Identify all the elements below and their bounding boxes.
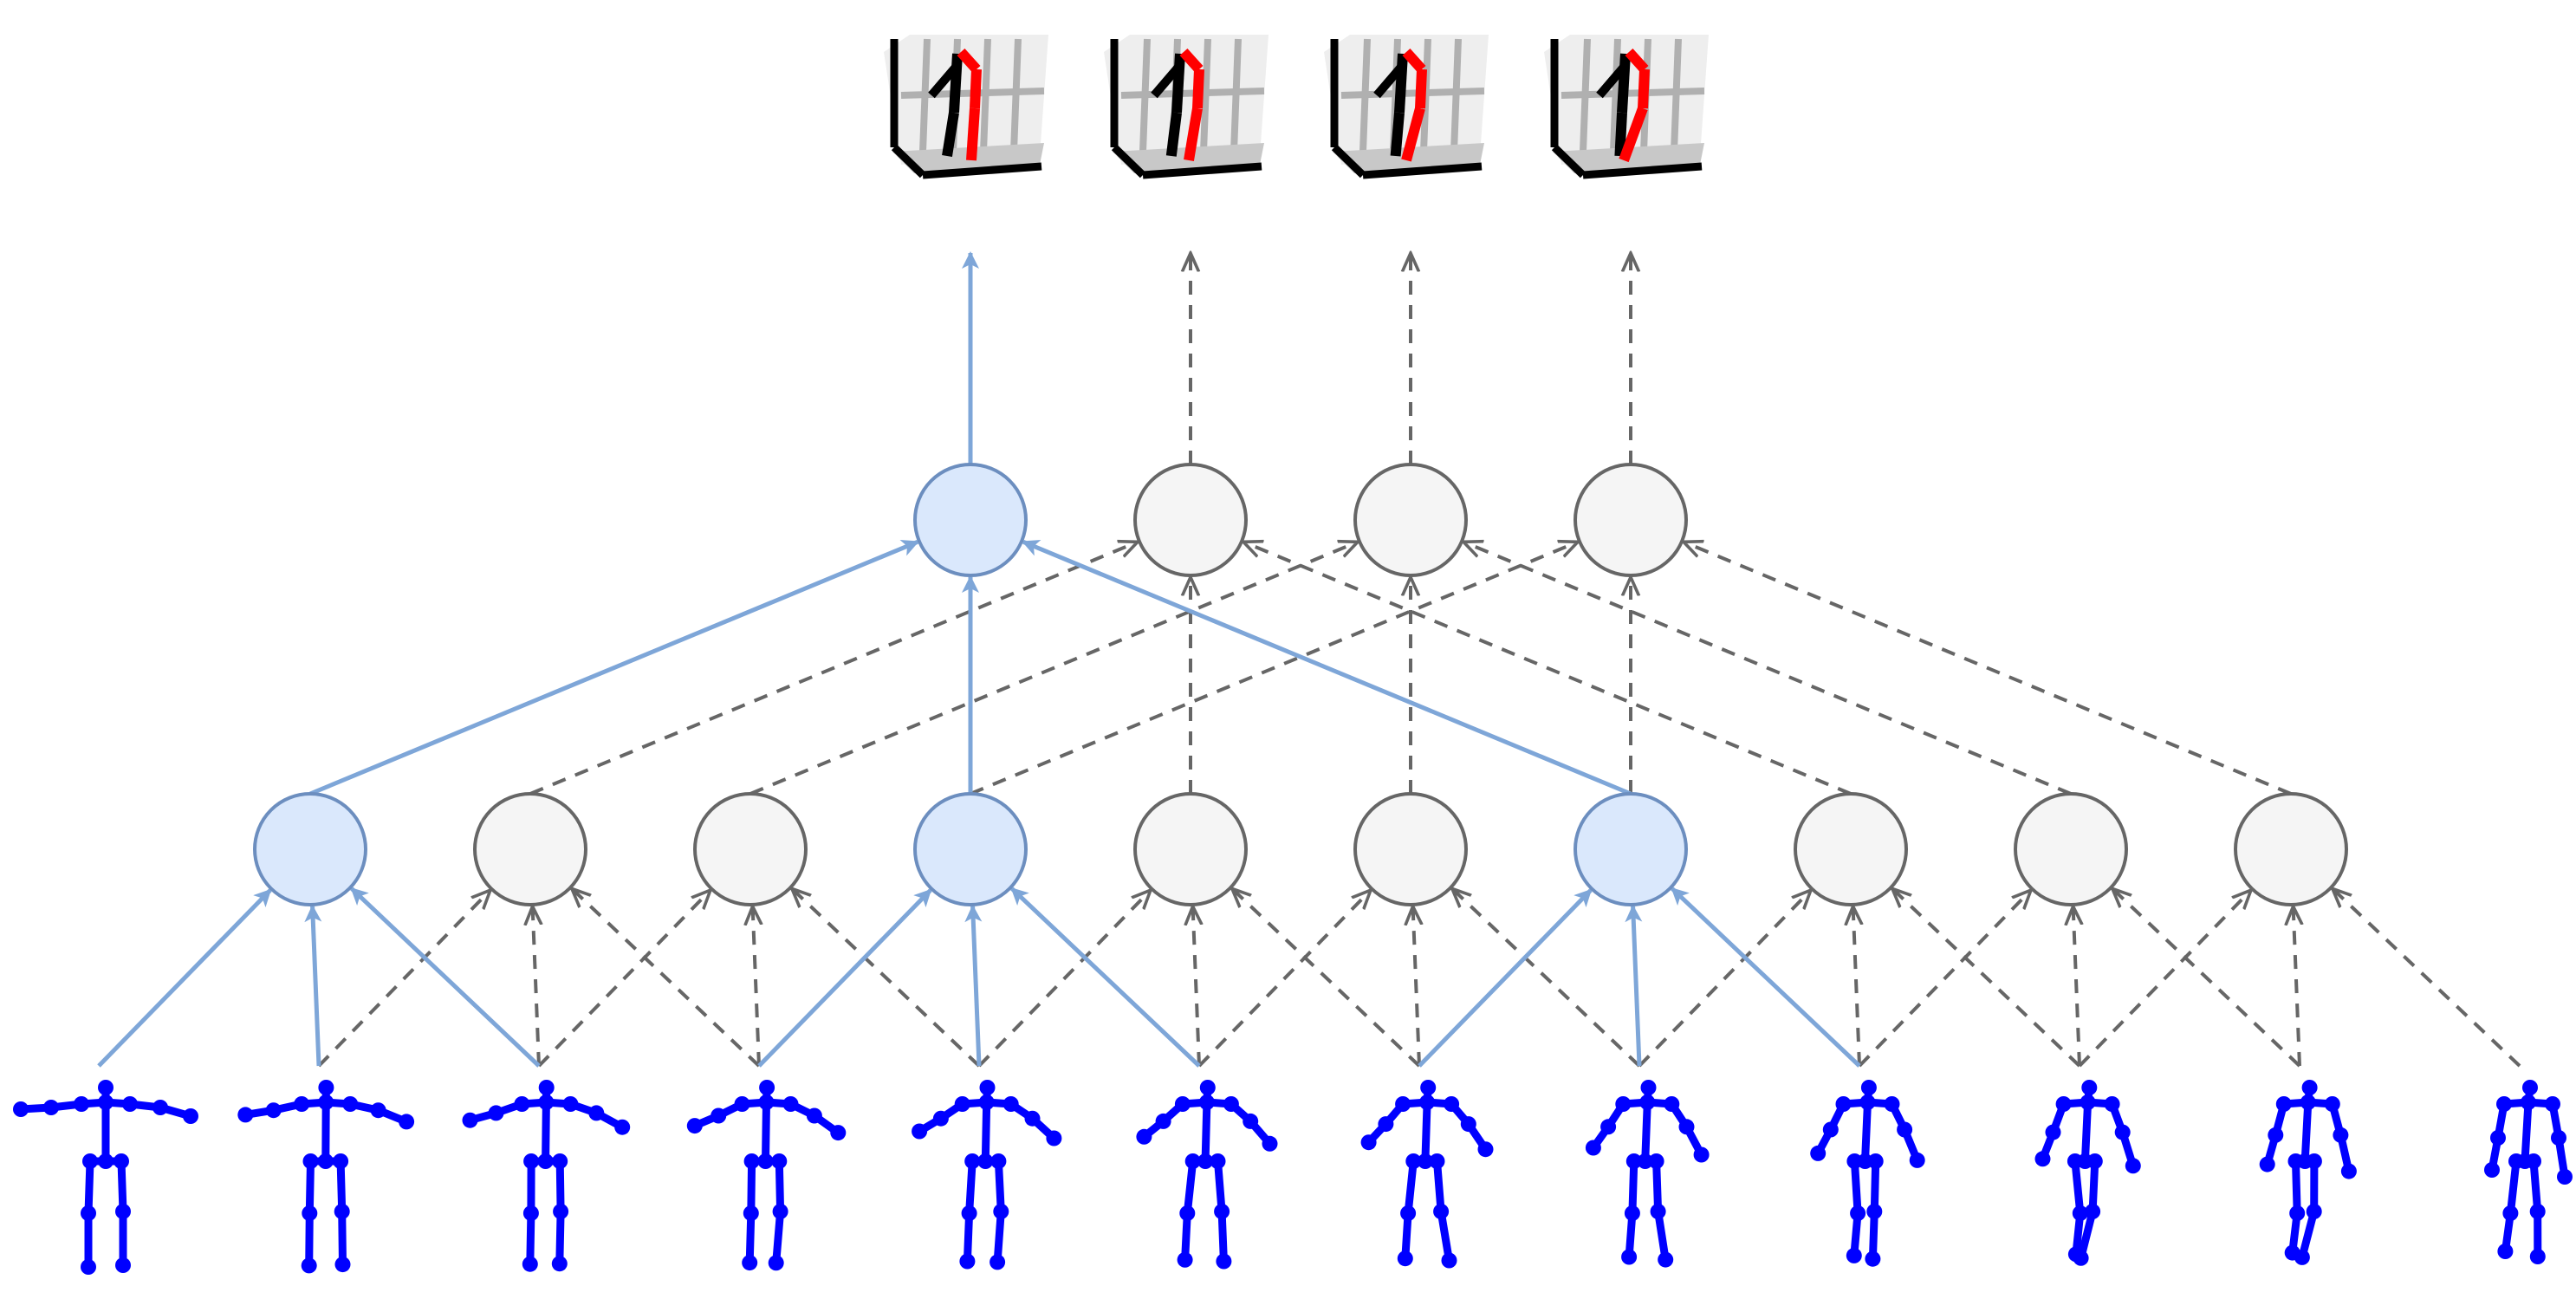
input-2d-poses	[13, 1080, 2573, 1275]
input-2d-pose	[1136, 1080, 1278, 1270]
input-to-hidden-edge	[1638, 890, 1811, 1068]
hidden-node	[1794, 792, 1908, 906]
hidden-node	[693, 792, 808, 906]
input-2d-pose	[462, 1080, 631, 1272]
output-3d-poses	[884, 35, 1709, 179]
input-to-hidden-edge	[1418, 888, 1593, 1068]
network-nodes	[253, 463, 2348, 906]
input-to-hidden-edge	[1892, 888, 2081, 1068]
input-to-hidden-edge	[1197, 890, 1371, 1068]
input-2d-pose	[2484, 1080, 2573, 1264]
input-to-hidden-edge	[350, 887, 541, 1068]
hidden-to-top-edge	[1463, 542, 2072, 796]
hidden-node	[1574, 792, 1688, 906]
hidden-to-top-edge	[1243, 542, 1852, 796]
hidden-to-top-edge	[1684, 542, 2292, 796]
input-to-hidden-edge	[1671, 887, 1861, 1068]
input-to-hidden-edge	[2078, 890, 2251, 1068]
top-node	[1574, 463, 1688, 577]
input-to-hidden-edge	[1193, 906, 1199, 1067]
input-to-hidden-edge	[1853, 906, 1859, 1067]
input-to-hidden-edge	[97, 888, 272, 1068]
input-2d-pose	[237, 1080, 415, 1274]
input-2d-pose	[1360, 1080, 1494, 1269]
hidden-to-top-edge	[529, 542, 1138, 796]
input-to-hidden-edge	[792, 888, 981, 1068]
input-to-hidden-edge	[977, 890, 1151, 1068]
active-connections	[97, 251, 1861, 1068]
output-3d-pose	[1544, 35, 1709, 179]
hidden-to-top-edge	[1022, 539, 1632, 796]
input-to-hidden-edge	[317, 890, 490, 1068]
input-to-hidden-edge	[1452, 888, 1641, 1068]
input-to-hidden-edge	[533, 906, 539, 1067]
top-node	[1353, 463, 1468, 577]
input-2d-pose	[13, 1080, 198, 1275]
input-to-hidden-edge	[1413, 906, 1419, 1067]
hidden-to-top-edge	[309, 539, 919, 796]
input-2d-pose	[686, 1080, 847, 1271]
output-3d-pose	[1324, 35, 1489, 179]
input-to-hidden-edge	[753, 906, 759, 1067]
hidden-node	[913, 792, 1028, 906]
input-to-hidden-edge	[304, 904, 322, 1067]
input-to-hidden-edge	[1010, 887, 1201, 1068]
input-to-hidden-edge	[2294, 906, 2300, 1067]
input-to-hidden-edge	[2073, 906, 2080, 1067]
hidden-node	[2014, 792, 2128, 906]
input-to-hidden-edge	[572, 888, 761, 1068]
top-node	[913, 463, 1028, 577]
hidden-node	[2234, 792, 2348, 906]
hidden-node	[1133, 792, 1248, 906]
input-to-hidden-edge	[1858, 890, 2031, 1068]
hidden-to-top-edge	[749, 542, 1358, 796]
input-to-hidden-edge	[1625, 904, 1643, 1067]
input-to-hidden-edge	[2112, 888, 2301, 1068]
input-2d-pose	[2034, 1080, 2141, 1266]
top-node	[1133, 463, 1248, 577]
input-to-hidden-edge	[964, 904, 983, 1067]
input-2d-pose	[1585, 1080, 1710, 1268]
input-to-hidden-edge	[537, 890, 711, 1068]
hidden-node	[473, 792, 587, 906]
input-2d-pose	[2259, 1080, 2357, 1265]
input-to-hidden-edge	[2333, 888, 2521, 1068]
output-3d-pose	[1104, 35, 1269, 179]
input-2d-pose	[1810, 1080, 1925, 1267]
input-to-hidden-edge	[757, 888, 932, 1068]
hidden-node	[253, 792, 367, 906]
output-3d-pose	[884, 35, 1048, 179]
input-to-hidden-edge	[1232, 888, 1421, 1068]
inactive-connections	[317, 253, 2521, 1068]
hidden-to-top-edge	[970, 542, 1578, 796]
hidden-node	[1353, 792, 1468, 906]
input-2d-pose	[912, 1080, 1062, 1270]
